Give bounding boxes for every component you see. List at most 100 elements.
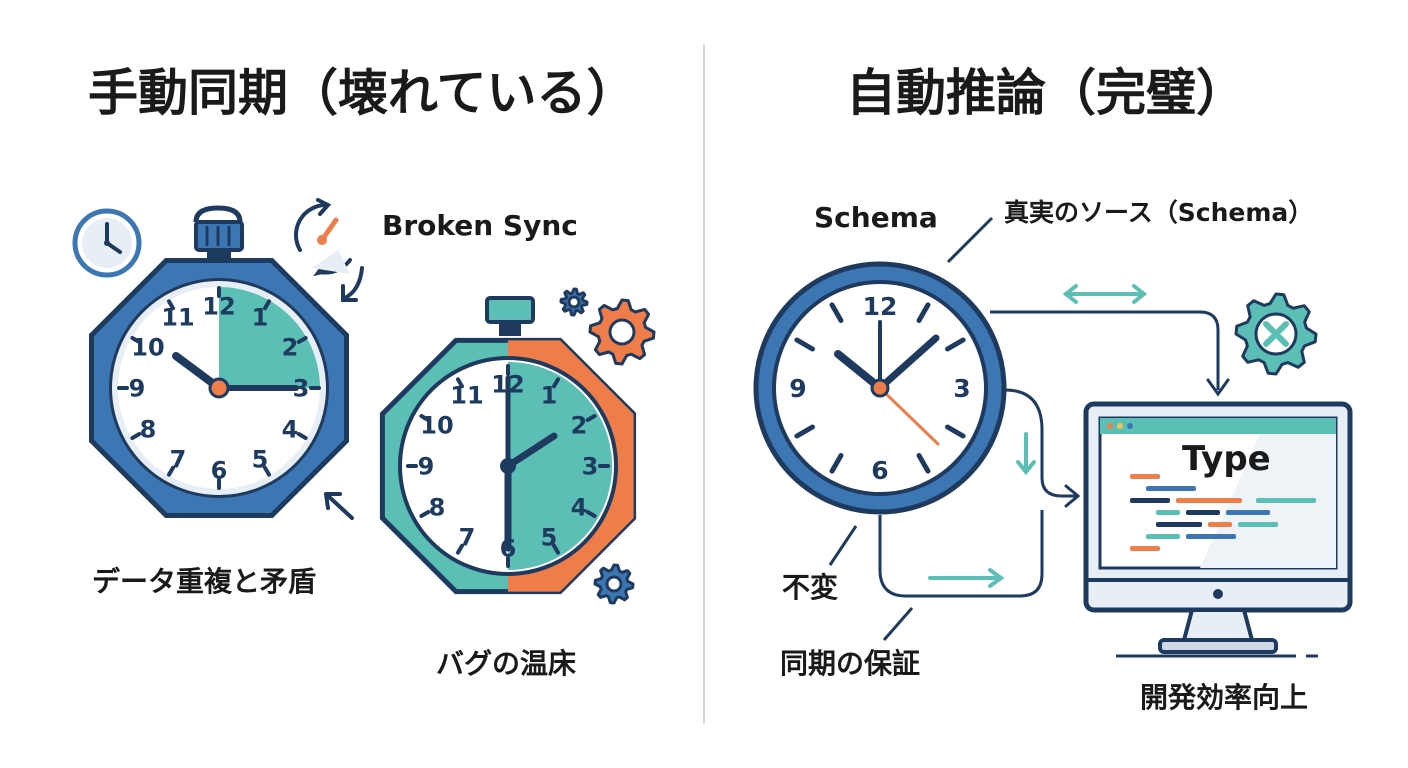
left-clock-tick (167, 465, 175, 477)
right-arrow-icon (928, 568, 1005, 588)
left-clock-tick (296, 336, 308, 344)
code-line (1156, 522, 1202, 527)
left-clock-tick (263, 465, 271, 477)
code-line (1146, 534, 1180, 539)
code-line (1226, 510, 1270, 515)
code-line (1186, 534, 1236, 539)
bug-clock-tick (419, 510, 431, 518)
connector-middle (1004, 388, 1076, 498)
left-clock-number: 6 (211, 457, 228, 485)
bug-hotbed-label: バグの温床 (436, 647, 577, 680)
bug-clock-tick (552, 377, 560, 389)
small-clock-icon (72, 208, 142, 278)
refresh-arrows-icon (294, 198, 352, 277)
schema-clock-tick (829, 453, 844, 474)
bug-clock-number: 7 (459, 524, 476, 552)
gear-icon (593, 563, 635, 605)
bug-clock-tick (456, 377, 464, 389)
left-clock-tick (130, 432, 142, 440)
code-line (1176, 498, 1242, 503)
monitor-icon (1083, 401, 1353, 658)
schema-clock-number: 6 (871, 456, 888, 485)
left-clock-number: 8 (140, 416, 157, 444)
left-clock-number: 5 (252, 446, 269, 474)
left-clock-tick (130, 336, 142, 344)
bug-clock-number: 11 (450, 382, 483, 410)
immutable-label: 不変 (782, 571, 839, 604)
left-clock-tick (167, 299, 175, 311)
schema-clock-tick (945, 424, 966, 439)
schema-clock-tick (945, 337, 966, 352)
code-line (1130, 546, 1160, 551)
gear-icon (559, 287, 589, 317)
bug-clock-tick (552, 543, 560, 555)
schema-clock-number: 3 (953, 374, 970, 403)
code-line (1130, 498, 1170, 503)
bug-clock-number: 9 (418, 453, 435, 481)
left-clock-number: 2 (282, 334, 299, 362)
schema-leader-line (946, 216, 994, 264)
bug-clock-number: 5 (541, 524, 558, 552)
curved-arrow-head (341, 284, 358, 302)
diagonal-arrow (324, 492, 354, 520)
manual-sync-title: 手動同期（壊れている） (88, 64, 637, 122)
type-label: Type (1182, 439, 1271, 479)
schema-clock: 12 3 6 9 (753, 261, 1007, 515)
bug-clock-number: 1 (541, 382, 558, 410)
left-clock-number: 7 (170, 446, 187, 474)
bug-clock-number: 3 (582, 453, 599, 481)
left-clock-number: 10 (131, 334, 164, 362)
curved-arrow (343, 266, 364, 300)
sync-leader-line (882, 607, 914, 641)
source-of-truth-label: 真実のソース（Schema） (1004, 198, 1314, 227)
left-clock-tick (296, 432, 308, 440)
schema-clock-tick (794, 424, 815, 439)
data-duplication-label: データ重複と矛盾 (92, 565, 317, 598)
schema-clock-tick (916, 453, 931, 474)
left-clock-number: 1 (252, 304, 269, 332)
code-line (1238, 522, 1278, 527)
broken-sync-label: Broken Sync (382, 209, 578, 242)
sync-guarantee-label: 同期の保証 (780, 647, 921, 680)
down-arrow-icon (1016, 432, 1036, 476)
bug-clock-number: 10 (420, 412, 453, 440)
productivity-label: 開発効率向上 (1140, 681, 1309, 714)
code-line (1130, 474, 1160, 479)
schema-clock-tick (916, 302, 931, 323)
left-clock-number: 11 (161, 304, 194, 332)
code-line (1256, 498, 1316, 503)
immutable-leader-line (828, 525, 858, 566)
teal-gear-icon (1234, 292, 1318, 376)
schema-clock-number: 12 (863, 292, 898, 321)
auto-inference-title: 自動推論（完璧） (846, 64, 1246, 122)
schema-clock-tick (794, 337, 815, 352)
left-clock-number: 9 (129, 375, 146, 403)
bug-clock-tick (419, 414, 431, 422)
left-clock-number: 12 (202, 293, 235, 321)
schema-label: Schema (814, 201, 938, 234)
code-line (1156, 510, 1180, 515)
left-clock-number: 3 (293, 375, 310, 403)
bug-clock-number: 8 (429, 494, 446, 522)
bug-clock-number: 4 (571, 494, 588, 522)
left-clock-tick (263, 299, 271, 311)
connector-bottom (878, 510, 1044, 598)
left-clock-number: 4 (282, 416, 299, 444)
center-divider (703, 44, 705, 724)
bug-clock-tick (585, 510, 597, 518)
code-line (1208, 522, 1232, 527)
bug-clock-number: 2 (571, 412, 588, 440)
code-line (1146, 486, 1196, 491)
bug-clock-tick (456, 543, 464, 555)
double-arrow-icon (1062, 284, 1148, 304)
gear-icon (588, 298, 656, 366)
schema-clock-tick (829, 302, 844, 323)
bug-clock-tick (585, 414, 597, 422)
schema-clock-number: 9 (789, 374, 806, 403)
code-line (1186, 510, 1220, 515)
connector-top (990, 310, 1220, 390)
